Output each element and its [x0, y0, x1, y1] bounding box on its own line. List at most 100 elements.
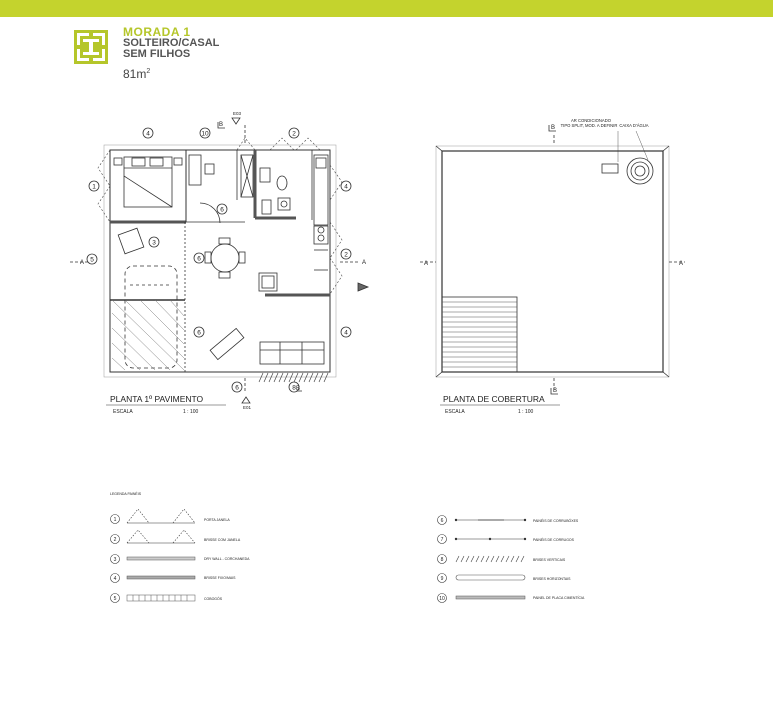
wall-tag: 8: [292, 385, 296, 392]
roof-grid-area: [441, 296, 518, 373]
wall-tag: 3: [152, 240, 156, 247]
wall-tag: 4: [344, 184, 348, 191]
shower-icon: [259, 167, 271, 183]
house-subtitle-2: SEM FILHOS: [123, 48, 191, 60]
house-area: 81m2: [123, 67, 151, 81]
legend-item: 6 PAINÉIS DE CORRUBÓXES: [437, 515, 579, 525]
legend-symbol: [455, 574, 526, 581]
legend-label: PAINEL DE PLACA CIMENTÍCIA: [533, 596, 585, 600]
entry-arrow-icon: [357, 282, 370, 292]
legend-label: PAINÉIS DE CORRUGOS: [533, 537, 575, 542]
ground-plan-title: PLANTA 1º PAVIMENTO: [110, 394, 204, 404]
desk-icon: [188, 154, 202, 186]
title-block: MORADA 1 SOLTEIRO/CASAL SEM FILHOS 81m2: [123, 25, 219, 81]
roof-section-b-top-tick: [548, 125, 556, 132]
ac-unit-icon: [601, 163, 619, 174]
bed-icon: [123, 156, 173, 208]
elevation-marker-top-icon: [231, 117, 241, 125]
roof-section-a-left: A: [424, 261, 428, 267]
legend-label: DRY WALL - CORCHANEDA: [204, 557, 250, 561]
wall-tag: 2: [344, 252, 348, 259]
house-title: MORADA 1: [123, 25, 191, 39]
legend: LEGENDA PAINÉIS 1 PORTA JANELA 2 BRISSE …: [110, 491, 585, 603]
legend-num: 8: [441, 557, 444, 563]
legend-label: COBOGÓS: [204, 596, 223, 601]
roof-outline: [441, 150, 664, 373]
legend-num: 3: [114, 557, 117, 563]
legend-label: BRISSE FIXO/MAIS: [204, 576, 236, 580]
brand-logo-icon: [74, 30, 108, 64]
legend-num: 6: [441, 518, 444, 524]
legend-symbol: [126, 529, 196, 544]
legend-num: 10: [439, 596, 445, 602]
sink-icon: [277, 197, 291, 211]
elevation-bottom-label: E01: [243, 405, 252, 410]
legend-item: 1 PORTA JANELA: [110, 508, 230, 524]
dining-table-icon: [210, 243, 240, 273]
legend-num: 1: [114, 517, 117, 523]
sofa-icon: [259, 341, 325, 365]
toilet-icon: [276, 175, 288, 191]
ground-plan-scale-value: 1 : 100: [183, 409, 199, 415]
legend-item: 5 COBOGÓS: [110, 593, 223, 603]
roof-section-b-top: B: [551, 125, 555, 131]
wall-tag: 6: [197, 256, 201, 263]
legend-symbol: [454, 518, 527, 522]
water-tank-icon: [626, 157, 654, 185]
chair-icon: [117, 227, 145, 255]
wall-tag: 1: [92, 184, 96, 191]
legend-num: 7: [441, 537, 444, 543]
legend-item: 10 PAINEL DE PLACA CIMENTÍCIA: [437, 593, 585, 603]
legend-item: 9 BRISES HORIZONTAIS: [437, 573, 571, 583]
elevation-marker-bottom-icon: [241, 396, 251, 404]
legend-item: 7 PAINÉIS DE CORRUGOS: [437, 534, 575, 544]
section-a-left-label: A: [80, 260, 84, 266]
ac-label-line2: TIPO SPLIT, MOD. A DEFINIR: [561, 123, 618, 128]
legend-num: 2: [114, 537, 117, 543]
car-outline: [124, 265, 178, 369]
wall-tag: 6: [235, 385, 239, 392]
legend-item: 4 BRISSE FIXO/MAIS: [110, 573, 236, 583]
water-tank-label: CAIXA D'ÁGUA: [619, 123, 648, 128]
wall-tag: 6: [197, 330, 201, 337]
legend-label: BRISSE COM JANELA: [204, 538, 241, 542]
ac-label-line1: AR CONDICIONADO: [571, 118, 612, 123]
wall-tag: 4: [344, 330, 348, 337]
legend-label: PORTA JANELA: [204, 518, 230, 522]
section-b-top-tick: [217, 122, 225, 129]
legend-symbol: [455, 555, 525, 563]
vertical-brises: [258, 372, 329, 383]
legend-symbol: [126, 594, 196, 602]
wall-tag: 2: [292, 131, 296, 138]
roof-plan-title: PLANTA DE COBERTURA: [443, 394, 545, 404]
wall-tag: 5: [90, 257, 94, 264]
wall-tag: 10: [201, 131, 209, 138]
legend-symbol: [126, 575, 196, 580]
legend-label: PAINÉIS DE CORRUBÓXES: [533, 518, 579, 523]
roof-plan: [420, 125, 685, 395]
wall-tag: 4: [146, 131, 150, 138]
ground-plan-caption: PLANTA 1º PAVIMENTO ESCALA 1 : 100: [106, 394, 226, 415]
wardrobe-icon: [240, 154, 254, 198]
legend-label: BRISES VERTICAIS: [533, 558, 566, 562]
roof-section-a-right: A: [679, 261, 683, 267]
section-a-right-label: A: [362, 260, 366, 266]
legend-num: 5: [114, 596, 117, 602]
door-swing-icon: [199, 202, 221, 224]
roof-plan-caption: PLANTA DE COBERTURA ESCALA 1 : 100: [440, 394, 560, 415]
legend-item: 3 DRY WALL - CORCHANEDA: [110, 554, 250, 564]
roof-section-b-bottom: B: [553, 388, 557, 394]
roof-plan-scale-value: 1 : 100: [518, 409, 534, 415]
roof-section-b-bottom-tick: [550, 388, 558, 395]
legend-symbol: [454, 537, 527, 541]
section-b-bottom-label: B: [296, 386, 300, 392]
top-accent-bar: [0, 0, 773, 17]
wall-tag: 6: [220, 207, 224, 214]
legend-symbol: [126, 508, 196, 524]
legend-symbol: [126, 556, 196, 561]
legend-item: 2 BRISSE COM JANELA: [110, 529, 241, 544]
legend-title: LEGENDA PAINÉIS: [110, 491, 142, 496]
kitchen-counter: [313, 154, 329, 226]
ground-floor-plan: [70, 117, 370, 404]
